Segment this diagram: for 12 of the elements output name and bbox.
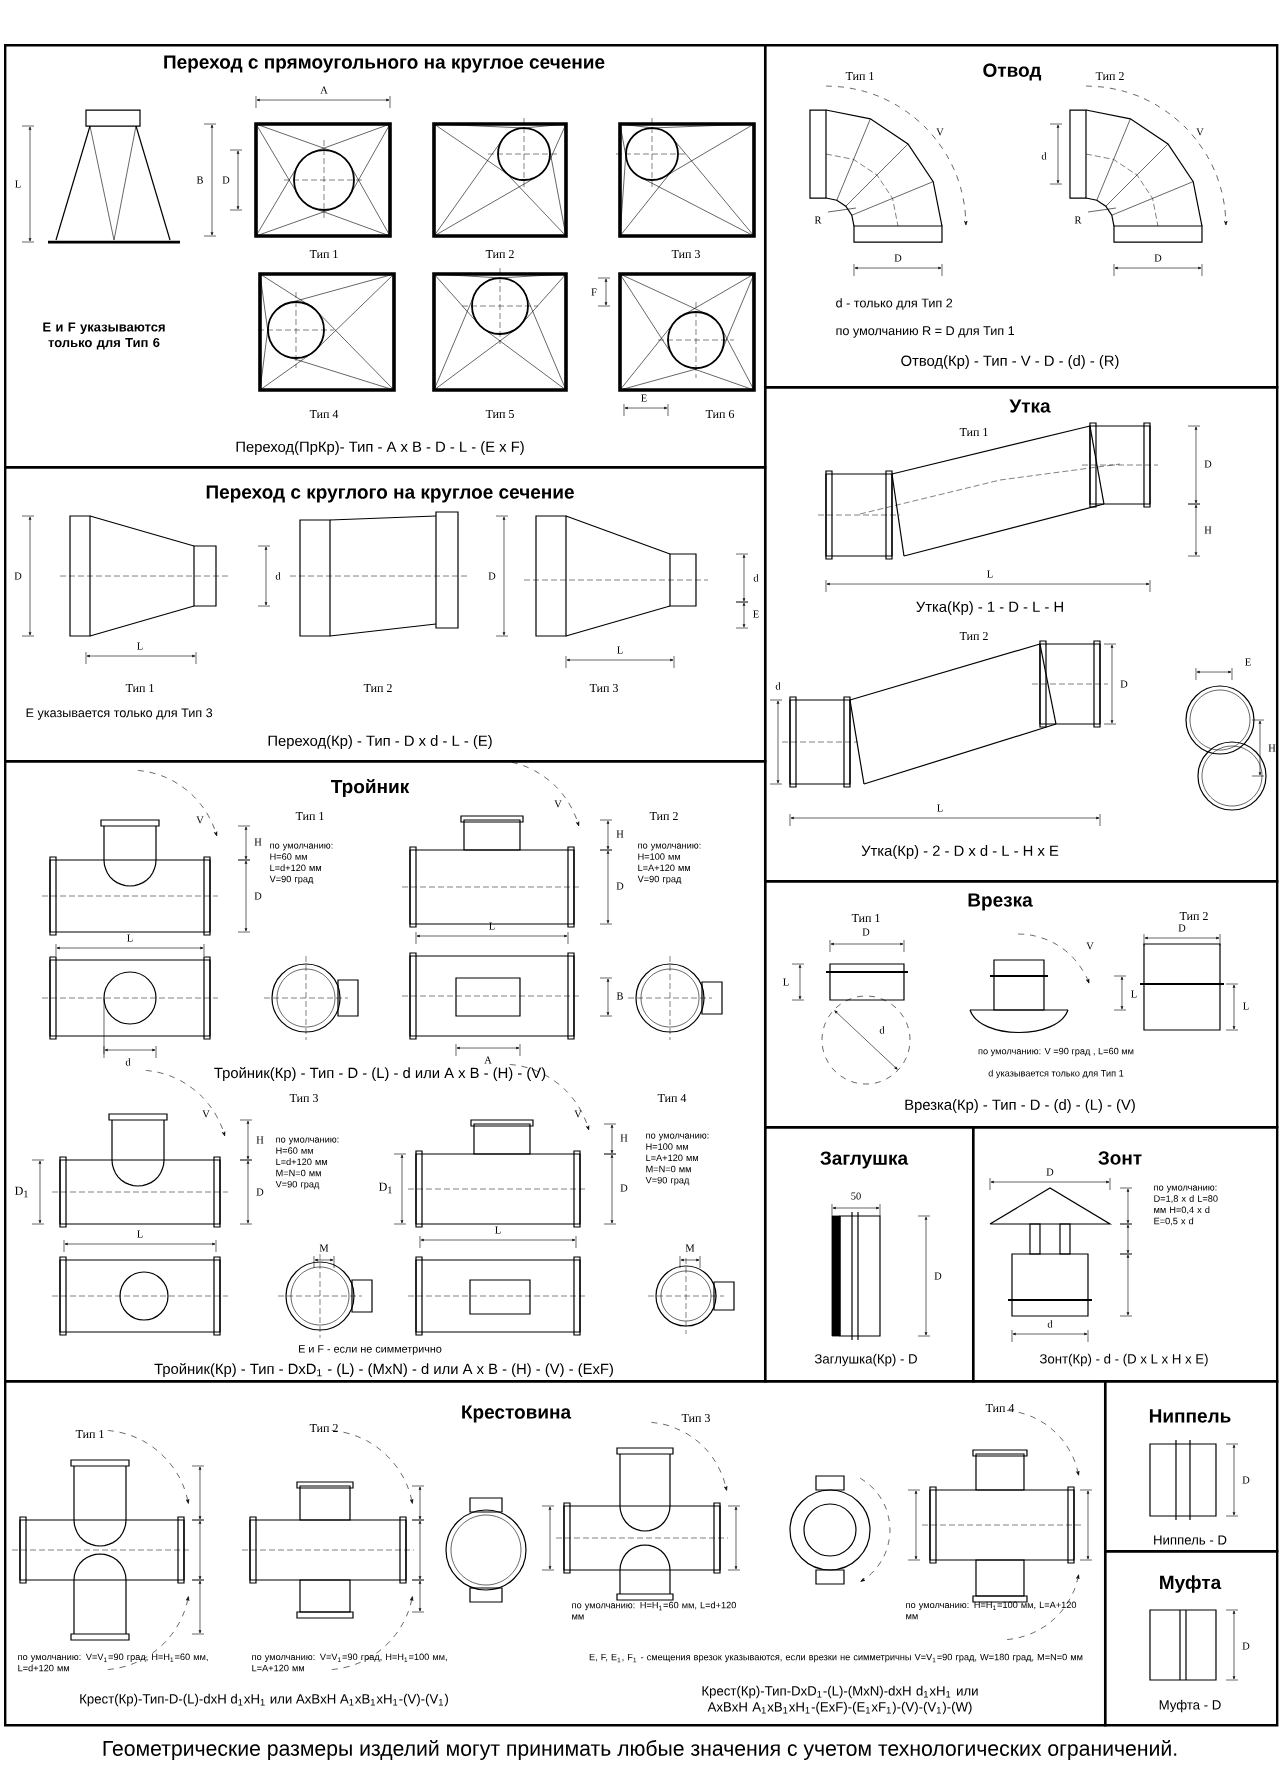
section-title: Ниппель [1149,1409,1231,1423]
caption: Геометрические размеры изделий могут принимать любые значения с учетом технологических ограничений. [103,1739,1177,1761]
section-title: Тройник [331,778,410,798]
section-title: Муфта [1160,1575,1222,1593]
section-title: Переход с круглого на круглое сечение [206,485,574,503]
section-title: Зонт [1098,1151,1142,1165]
section-title: Врезка [968,893,1033,911]
section-title: Отвод [983,63,1042,81]
section-title: Заглушка [820,1151,909,1169]
section-title: Утка [1009,399,1051,413]
section-title: Переход с прямоугольного на круглое сечение [164,55,605,73]
section-title: Крестовина [462,1405,572,1423]
